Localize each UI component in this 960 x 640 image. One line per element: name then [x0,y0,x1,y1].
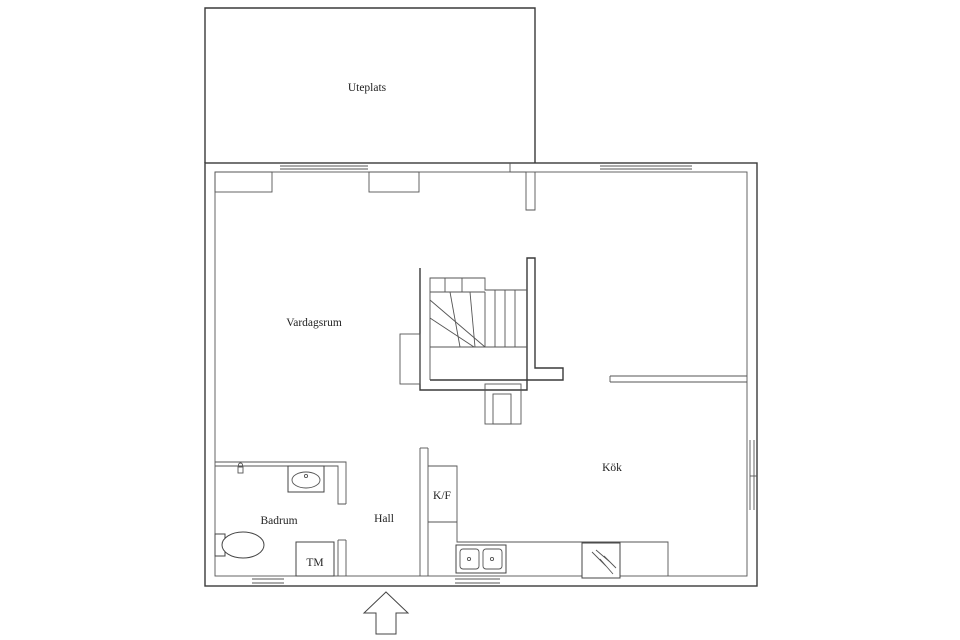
outer-walls [204,162,758,587]
fixture-label-washing-machine: TM [306,557,323,569]
kitchen-wall [609,375,747,383]
room-label-vardagsrum: Vardagsrum [286,317,342,329]
fixture-label-fridge-freezer: K/F [433,490,451,502]
washing-machine-box [295,541,335,577]
hall-wall [419,447,429,576]
kitchen-counter [428,465,669,576]
tap-icon [237,462,244,474]
kitchen-sink-icon [455,544,507,574]
windows [252,165,757,584]
chimney [484,383,522,425]
wall-stub-door [509,163,536,211]
radiators [214,171,420,193]
room-label-kok: Kök [602,462,622,474]
entrance-arrow-icon [362,591,410,635]
room-label-badrum: Badrum [260,515,297,527]
bathroom-sink-icon [287,465,325,493]
stove-icon [581,542,621,579]
room-label-uteplats: Uteplats [348,82,387,94]
staircase [399,257,564,391]
toilet-icon [214,531,265,559]
terrace [204,7,536,163]
room-label-hall: Hall [374,513,394,525]
bathroom-walls [215,461,347,576]
